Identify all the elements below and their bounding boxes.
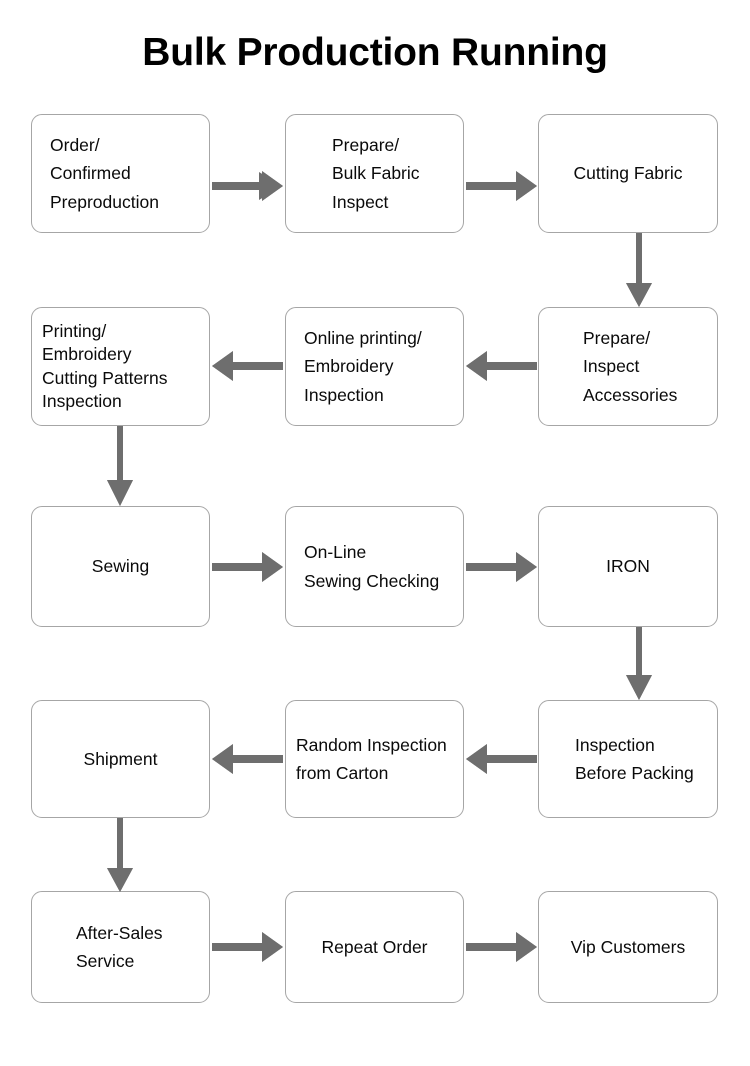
node-line: IRON <box>606 556 650 577</box>
flow-node-after-sales-service[interactable]: After-Sales Service <box>31 891 210 1003</box>
node-line: Prepare/ <box>332 134 400 155</box>
flow-node-prepare-inspect-accessories[interactable]: Prepare/ Inspect Accessories <box>538 307 718 426</box>
node-line: Printing/ <box>42 320 107 341</box>
node-line: Vip Customers <box>570 936 686 957</box>
node-line: Repeat Order <box>321 936 428 957</box>
node-line: Before Packing <box>575 763 694 783</box>
flow-arrow-right-sewing-to-online-sewing-checking <box>212 545 284 589</box>
flow-arrow-right-repeat-order-to-vip-customers <box>466 925 538 969</box>
flow-node-random-inspection-from-carton[interactable]: Random Inspection from Carton <box>285 700 464 818</box>
node-line: Bulk Fabric <box>332 163 420 184</box>
flow-arrow-right-sewing-checking-to-iron <box>466 545 538 589</box>
node-line: Shipment <box>83 748 158 769</box>
node-line: Sewing Checking <box>304 570 440 591</box>
flow-node-vip-customers[interactable]: Vip Customers <box>538 891 718 1003</box>
node-line: On-Line <box>304 542 367 563</box>
node-line: Inspection <box>304 384 384 405</box>
flow-node-iron[interactable]: IRON <box>538 506 718 627</box>
flow-node-inspection-before-packing[interactable]: Inspection Before Packing <box>538 700 718 818</box>
flow-arrow-left-random-inspection-to-shipment <box>212 737 284 781</box>
flow-node-repeat-order[interactable]: Repeat Order <box>285 891 464 1003</box>
node-line: Embroidery <box>42 344 132 365</box>
flow-node-cutting-fabric[interactable]: Cutting Fabric <box>538 114 718 233</box>
page-title: Bulk Production Running <box>142 31 608 74</box>
flow-arrow-down-cutting-to-accessories <box>619 233 663 309</box>
flow-arrow-left-accessories-to-online-printing <box>466 344 538 388</box>
flow-node-shipment[interactable]: Shipment <box>31 700 210 818</box>
node-line: Online printing/ <box>304 327 422 348</box>
node-line: Inspect <box>583 356 640 377</box>
node-line: Accessories <box>583 384 678 405</box>
node-line: Preproduction <box>50 191 159 212</box>
flow-node-prepare-bulk-fabric-inspect[interactable]: Prepare/ Bulk Fabric Inspect <box>285 114 464 233</box>
node-line: Inspect <box>332 191 389 212</box>
node-line: Embroidery <box>304 356 394 377</box>
flow-node-printing-embroidery-cutting-patterns-inspection[interactable]: Printing/ Embroidery Cutting Patterns In… <box>31 307 210 426</box>
flow-arrow-down-shipment-to-after-sales <box>100 818 144 894</box>
flow-arrow-right-prepare-to-cutting <box>466 164 538 208</box>
flow-arrow-down-printing-to-sewing <box>100 426 144 508</box>
flow-node-online-sewing-checking[interactable]: On-Line Sewing Checking <box>285 506 464 627</box>
node-line: Inspection <box>575 734 655 755</box>
flow-node-sewing[interactable]: Sewing <box>31 506 210 627</box>
flow-node-order-confirmed-preproduction[interactable]: Order/ Confirmed Preproduction <box>31 114 210 233</box>
node-line: Cutting Patterns <box>42 367 168 388</box>
flow-arrow-right-after-sales-to-repeat-order <box>212 925 284 969</box>
flow-arrow-right-order-to-prepare <box>212 164 284 208</box>
node-line: Prepare/ <box>583 327 651 348</box>
node-line: Cutting Fabric <box>573 163 683 184</box>
flow-arrow-left-inspection-to-random-inspection <box>466 737 538 781</box>
flow-arrow-down-iron-to-inspection-before-packing <box>619 627 663 702</box>
node-line: Inspection <box>42 390 122 411</box>
node-line: Order/ <box>50 134 100 155</box>
node-line: After-Sales <box>76 922 163 943</box>
flow-node-online-printing-embroidery-inspection[interactable]: Online printing/ Embroidery Inspection <box>285 307 464 426</box>
node-line: Sewing <box>91 556 150 577</box>
node-line: Service <box>76 951 135 971</box>
node-line: from Carton <box>296 763 389 783</box>
flow-arrow-left-online-printing-to-printing <box>212 344 284 388</box>
node-line: Random Inspection <box>296 734 447 755</box>
node-line: Confirmed <box>50 163 131 184</box>
